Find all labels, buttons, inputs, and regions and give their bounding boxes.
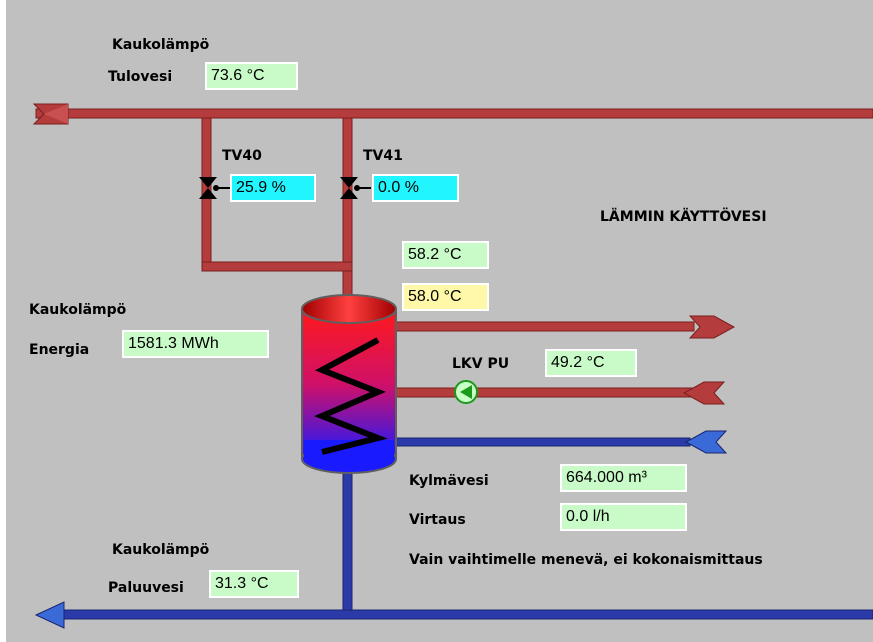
supply-temp-value: 73.6 °C: [205, 62, 298, 90]
flow-value: 0.0 l/h: [560, 503, 687, 531]
return-title: Kaukolämpö: [112, 542, 210, 558]
energy-label: Energia: [29, 342, 90, 358]
cold-water-label: Kylmävesi: [409, 473, 489, 489]
return-label: Paluuvesi: [108, 580, 184, 596]
pipe-diagram: [32, 103, 873, 629]
process-panel: Kaukolämpö Tulovesi 73.6 °C TV40 25.9 % …: [6, 0, 873, 642]
hot-water-temp-2: 58.0 °C: [402, 283, 489, 311]
valve-tv41-icon[interactable]: [340, 177, 371, 199]
cold-in-arrow: [684, 430, 728, 454]
energy-title: Kaukolämpö: [29, 302, 127, 318]
valve-tv40-icon[interactable]: [199, 177, 230, 199]
supply-inlet-arrowhead: [44, 104, 68, 124]
hot-water-title: LÄMMIN KÄYTTÖVESI: [600, 209, 767, 225]
hot-water-tank: [301, 294, 397, 474]
flow-label: Virtaus: [409, 512, 466, 528]
hot-out-arrow: [688, 315, 736, 339]
cold-water-volume: 664.000 m³: [560, 464, 687, 492]
valve-tv40-label: TV40: [222, 148, 262, 164]
pump-icon[interactable]: [454, 380, 478, 404]
valve-tv40-value: 25.9 %: [230, 174, 316, 202]
supply-title: Kaukolämpö: [112, 37, 210, 53]
pump-label: LKV PU: [452, 356, 510, 372]
coil-icon: [314, 337, 388, 455]
valve-tv41-label: TV41: [363, 148, 403, 164]
cold-water-note: Vain vaihtimelle menevä, ei kokonaismitt…: [409, 552, 763, 568]
circulation-in-arrow: [682, 381, 726, 405]
return-outlet-arrow: [34, 601, 65, 629]
return-temp-value: 31.3 °C: [209, 570, 299, 598]
valve-tv41-value: 0.0 %: [372, 174, 459, 202]
supply-label: Tulovesi: [108, 69, 173, 85]
hot-water-temp-1: 58.2 °C: [402, 241, 489, 269]
energy-value: 1581.3 MWh: [122, 330, 269, 358]
pump-temp-value: 49.2 °C: [545, 349, 637, 377]
